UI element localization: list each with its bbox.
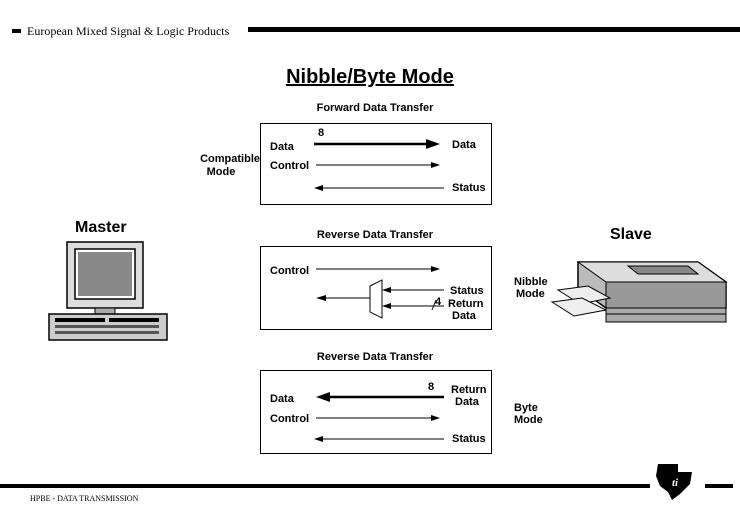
forward-data-left: Data xyxy=(270,141,294,153)
footer-rule xyxy=(0,484,650,488)
footer-text: HPBE - DATA TRANSMISSION xyxy=(30,494,139,503)
page-title: Nibble/Byte Mode xyxy=(286,66,454,88)
byte-bus-width: 8 xyxy=(428,381,435,393)
byte-mode-label-1: Byte xyxy=(514,402,538,414)
slave-printer-icon xyxy=(550,261,728,323)
forward-bus-width: 8 xyxy=(318,127,325,139)
nibble-bus-width: 4 xyxy=(435,296,442,308)
nibble-mode-label-1: Nibble xyxy=(514,276,548,288)
byte-return-2: Data xyxy=(455,396,479,408)
byte-heading: Reverse Data Transfer xyxy=(316,351,434,363)
byte-control-left: Control xyxy=(270,413,310,425)
nibble-mode-label-2: Mode xyxy=(516,288,545,300)
byte-mode-label-2: Mode xyxy=(514,414,543,426)
svg-text:ti: ti xyxy=(672,477,679,489)
forward-mode-label-1: Compatible xyxy=(200,153,260,165)
forward-box xyxy=(260,123,492,205)
master-computer-icon xyxy=(48,241,168,341)
nibble-status-right: Status xyxy=(450,285,484,297)
byte-return-1: Return xyxy=(451,384,487,396)
forward-mode-label-2: Mode xyxy=(206,166,236,178)
byte-status-right: Status xyxy=(452,433,486,445)
byte-box xyxy=(260,370,492,454)
byte-data-left: Data xyxy=(270,393,294,405)
nibble-return-1: Return xyxy=(448,298,484,310)
nibble-return-2: Data xyxy=(452,310,476,322)
slave-label: Slave xyxy=(610,226,652,243)
forward-heading: Forward Data Transfer xyxy=(316,102,434,114)
nibble-box xyxy=(260,246,492,330)
forward-status-right: Status xyxy=(452,182,486,194)
header-rule xyxy=(248,27,740,32)
header-text: European Mixed Signal & Logic Products xyxy=(27,24,230,38)
master-label: Master xyxy=(75,219,127,236)
forward-data-right: Data xyxy=(452,139,476,151)
ti-logo-icon: ti xyxy=(656,464,692,500)
header-bullet xyxy=(12,29,21,33)
forward-control-left: Control xyxy=(270,160,310,172)
nibble-heading: Reverse Data Transfer xyxy=(316,229,434,241)
footer-rule-end xyxy=(705,484,733,488)
nibble-control-left: Control xyxy=(270,265,310,277)
